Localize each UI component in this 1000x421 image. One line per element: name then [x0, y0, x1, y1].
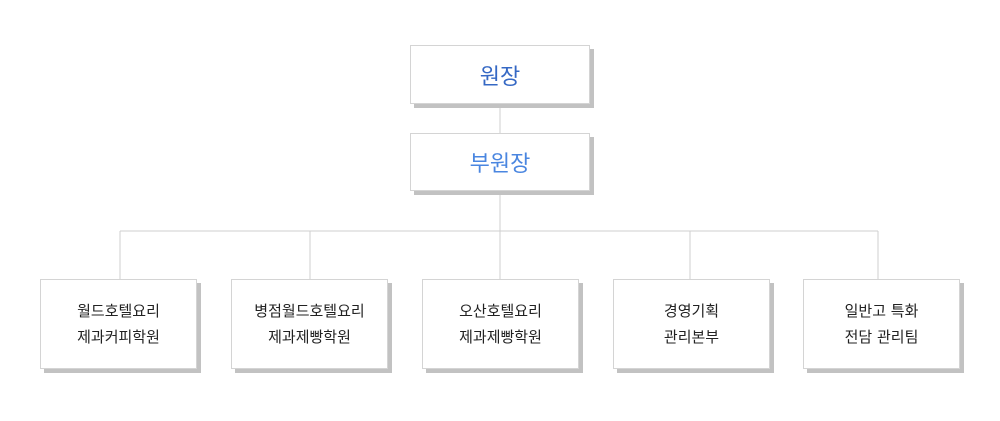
vice-director-label: 부원장	[469, 152, 531, 177]
department-5-line-1: 일반고 특화	[844, 302, 919, 320]
department-box-5: 일반고 특화 전담 관리팀	[803, 279, 960, 369]
department-box-1: 월드호텔요리 제과커피학원	[40, 279, 197, 369]
department-box-4: 경영기획 관리본부	[613, 279, 770, 369]
department-3-line-1: 오산호텔요리	[459, 302, 542, 320]
department-4-line-2: 관리본부	[663, 328, 720, 346]
director-label: 원장	[479, 64, 521, 90]
department-box-2: 병점월드호텔요리 제과제빵학원	[231, 279, 388, 369]
department-box-3: 오산호텔요리 제과제빵학원	[422, 279, 579, 369]
director-box: 원장	[410, 45, 590, 104]
department-2-line-2: 제과제빵학원	[268, 328, 351, 346]
department-5-line-2: 전담 관리팀	[844, 328, 919, 346]
department-1-line-1: 월드호텔요리	[77, 302, 160, 320]
vice-director-box: 부원장	[410, 133, 590, 191]
department-2-line-1: 병점월드호텔요리	[254, 302, 365, 320]
department-3-line-2: 제과제빵학원	[459, 328, 542, 346]
department-4-line-1: 경영기획	[663, 302, 720, 320]
department-1-line-2: 제과커피학원	[77, 328, 160, 346]
